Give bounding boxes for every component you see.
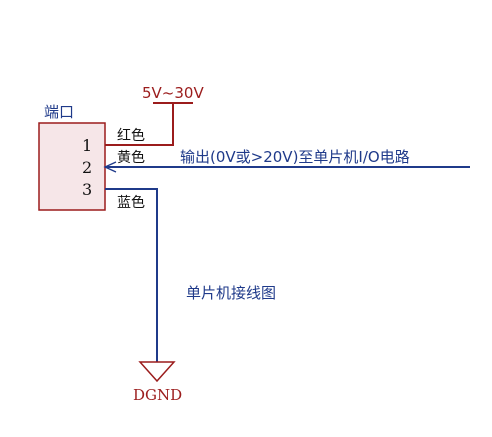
ground-symbol-icon xyxy=(138,361,176,383)
pin-3-wire-label: 蓝色 xyxy=(117,194,145,211)
connector-title: 端口 xyxy=(44,103,74,121)
pin-2-arrow-icon xyxy=(103,161,117,173)
pin-2-number: 2 xyxy=(82,158,92,177)
signal-output-label: 输出(0V或>20V)至单片机I/O电路 xyxy=(180,148,410,166)
pin-1-wire-label: 红色 xyxy=(117,127,145,144)
pin-1-wire xyxy=(105,103,174,146)
pin-3-wire xyxy=(105,188,158,362)
pin-1-number: 1 xyxy=(82,136,92,155)
pin-2-wire-label: 黄色 xyxy=(117,149,145,166)
ground-label: DGND xyxy=(133,386,182,404)
power-label: 5V~30V xyxy=(142,84,204,102)
pin-3-number: 3 xyxy=(82,180,92,199)
connector-box xyxy=(38,122,106,211)
diagram-caption: 单片机接线图 xyxy=(186,284,276,302)
